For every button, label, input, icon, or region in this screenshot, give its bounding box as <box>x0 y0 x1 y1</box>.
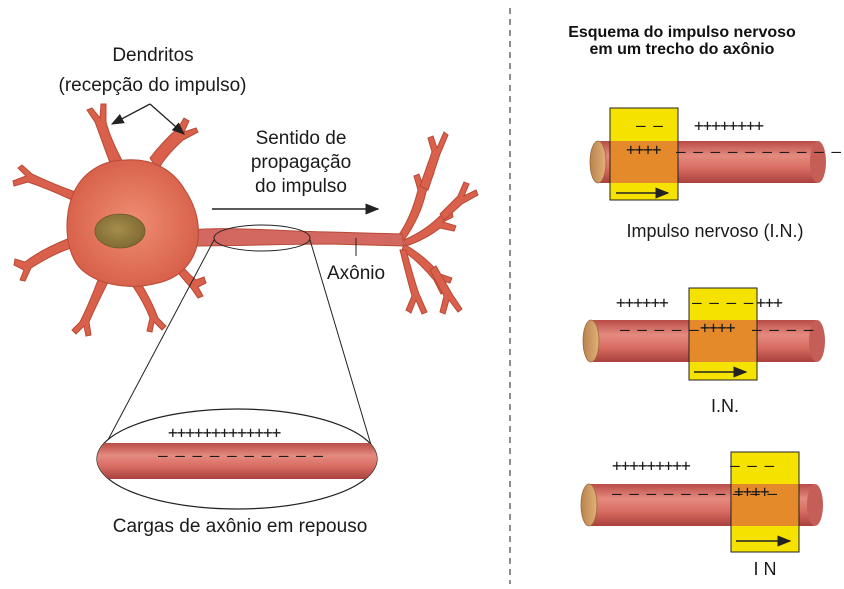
p2-caption: I.N. <box>710 396 739 416</box>
right-title-line1: Esquema do impulso nervoso <box>568 24 796 41</box>
direction-label-line3: do impulso <box>255 176 347 197</box>
p3-top-plus: +++++++++ <box>612 456 691 475</box>
p3-caption: I N <box>753 559 777 579</box>
dendrite-pointer-right <box>149 103 185 135</box>
p1-inner-plus: ++++ <box>626 140 662 159</box>
impulse-panel-3 <box>580 451 823 553</box>
impulse-panel-1 <box>589 107 826 201</box>
dendrite-pointer-left <box>110 103 151 125</box>
p2-inner-plus: ++++ <box>700 318 736 337</box>
zoom-source-ellipse <box>213 224 311 252</box>
resting-plus-charges: +++++++++++++ <box>168 423 281 442</box>
p2-inner-minus-right: – – – – <box>752 320 813 339</box>
p3-inner-minus: – – – – – – – – – – <box>612 484 777 503</box>
p3-top-minus: – – – <box>730 456 774 475</box>
p1-caption: Impulso nervoso (I.N.) <box>626 221 804 241</box>
direction-label-line2: propagação <box>250 152 352 173</box>
p2-top-plus-left: ++++++ <box>616 293 669 312</box>
direction-label-line1: Sentido de <box>255 128 347 149</box>
p1-top-plus: ++++++++ <box>694 116 764 135</box>
resting-minus-charges: – – – – – – – – – – <box>158 446 323 465</box>
zoom-line-right <box>309 239 375 456</box>
p2-top-plus-right: +++ <box>756 293 783 312</box>
resting-caption: Cargas de axônio em repouso <box>112 516 368 537</box>
axon-label: Axônio <box>327 263 386 284</box>
neuron-nucleus <box>94 213 146 249</box>
impulse-panel-2 <box>582 287 825 381</box>
neuron-axon <box>189 228 405 247</box>
dendrites-label: Dendritos <box>112 45 194 66</box>
zoom-line-left <box>99 239 215 456</box>
resting-axon-detail <box>96 408 378 510</box>
right-title-line2: em um trecho do axônio <box>589 41 775 58</box>
dendrites-sublabel: (recepção do impulso) <box>58 75 247 96</box>
p2-top-minus: – – – – <box>692 293 753 312</box>
p2-inner-minus-left: – – – – – <box>620 320 699 339</box>
p1-inner-minus: – – – – – – – – – – <box>676 142 841 161</box>
p3-inner-plus: ++++ <box>734 482 770 501</box>
p1-top-minus: – – <box>636 116 663 135</box>
